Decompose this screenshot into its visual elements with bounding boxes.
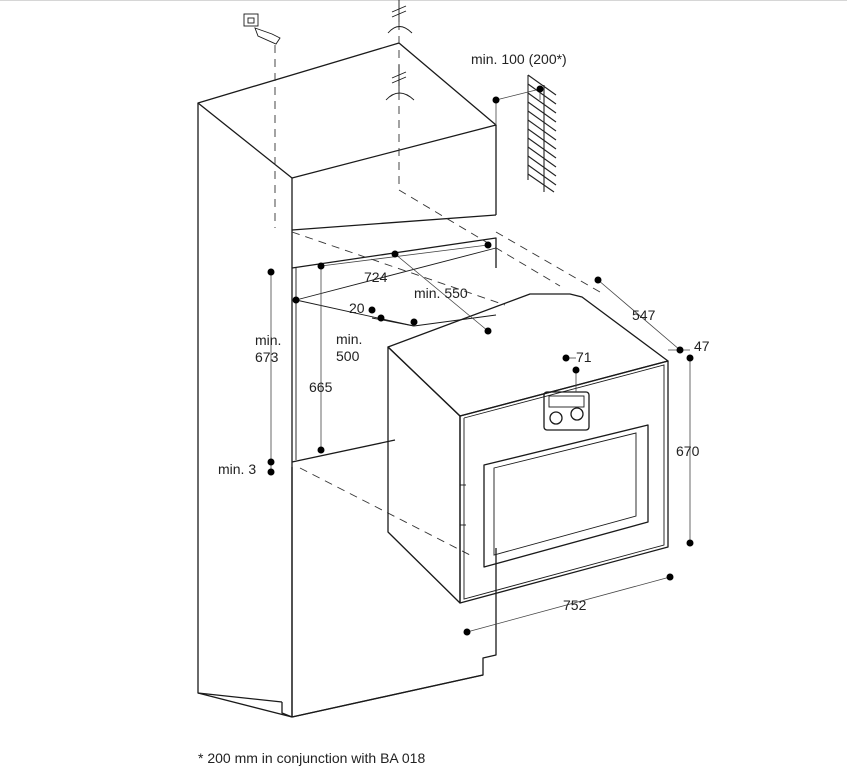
pipe-symbol-top: [387, 0, 413, 34]
tall-cabinet: [197, 42, 497, 718]
label-front-47: 47: [694, 338, 710, 354]
cable-plug-icon: [243, 13, 281, 45]
wall-hatch: [527, 74, 557, 193]
label-width-724: 724: [364, 269, 388, 285]
label-depth-547: 547: [632, 307, 656, 323]
label-min-673-line2: 673: [255, 349, 279, 365]
top-border-line: [0, 0, 847, 1]
label-panel-71: 71: [576, 349, 592, 365]
label-top-clearance: min. 100 (200*): [471, 51, 567, 67]
pipe-symbol-middle: [385, 65, 415, 101]
oven-body: [387, 293, 669, 604]
label-min-500-line2: 500: [336, 348, 360, 364]
label-min-3: min. 3: [218, 461, 256, 477]
label-min-500-line1: min.: [336, 331, 362, 347]
label-depth-min-550: min. 550: [414, 285, 468, 301]
label-gap-20: 20: [349, 300, 365, 316]
dimension-lines: [270, 88, 691, 633]
label-min-673-line1: min.: [255, 332, 281, 348]
label-height-670: 670: [676, 443, 700, 459]
dashed-guides: [274, 22, 601, 556]
dimension-dots: [267, 85, 694, 636]
footnote: * 200 mm in conjunction with BA 018: [198, 750, 426, 766]
label-height-665: 665: [309, 379, 333, 395]
label-width-752: 752: [563, 597, 587, 613]
control-panel: [543, 370, 590, 431]
